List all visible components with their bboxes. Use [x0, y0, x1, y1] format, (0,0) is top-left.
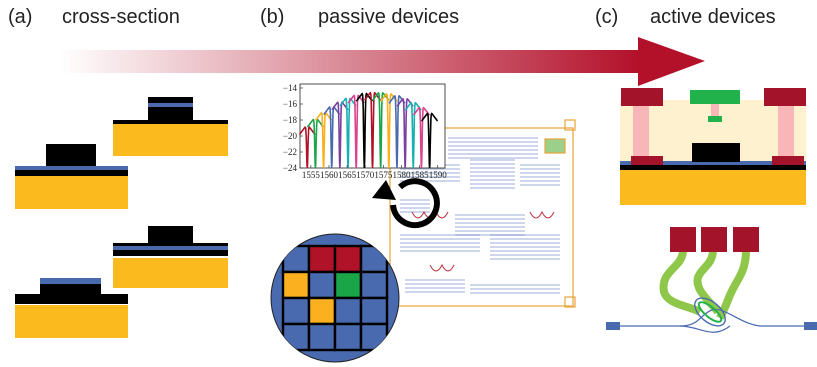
- grid-tile: [333, 296, 363, 326]
- x-tick-label: 1590: [429, 170, 448, 180]
- y-tick-label: −16: [283, 99, 298, 109]
- tile-grid-circle: [270, 233, 400, 363]
- grid-tile: [359, 296, 389, 326]
- x-tick-label: 1575: [374, 170, 393, 180]
- grid-tile: [333, 270, 363, 300]
- grid-tile: [359, 322, 389, 352]
- spectrum-series-line: [323, 106, 341, 169]
- spectrum-series-line: [363, 91, 382, 169]
- spectrum-series-line: [347, 94, 365, 169]
- x-tick-label: 1560: [320, 170, 339, 180]
- cross-section-rib-clad: [113, 226, 228, 288]
- spectrum-series-line: [331, 101, 349, 169]
- y-tick-label: −20: [283, 131, 298, 141]
- panel-a-letter: (a): [8, 6, 33, 28]
- y-tick-label: −18: [283, 115, 298, 125]
- cross-section-strip: [15, 144, 128, 209]
- grid-tile: [359, 244, 389, 274]
- panel-a-title: cross-section: [62, 6, 180, 28]
- layout-mask: [387, 119, 576, 308]
- y-tick-label: −14: [283, 83, 298, 93]
- panel-b-letter: (b): [260, 6, 285, 28]
- y-tick-label: −22: [283, 147, 297, 157]
- x-tick-label: 1580: [393, 170, 412, 180]
- y-tick-label: −24: [283, 163, 298, 173]
- spectrum-series-line: [306, 118, 325, 169]
- grid-tile: [281, 244, 311, 274]
- spectrum-series-line: [355, 92, 374, 169]
- spectrum-series-line: [339, 97, 357, 169]
- grid-tile: [281, 322, 311, 352]
- spectrum-series-line: [421, 112, 439, 169]
- x-tick-label: 1585: [411, 170, 430, 180]
- grid-tile: [307, 322, 337, 352]
- cross-section-raised-strip: [113, 97, 228, 156]
- x-tick-label: 1555: [302, 170, 321, 180]
- spectrum-series-line: [299, 126, 316, 169]
- x-tick-label: 1565: [338, 170, 357, 180]
- spectrum-series-line: [315, 111, 333, 169]
- spectrum-series-line: [372, 91, 390, 169]
- cross-section-rib: [15, 278, 128, 338]
- panel-b-title: passive devices: [318, 6, 460, 28]
- grid-tile: [307, 296, 337, 326]
- grid-tile: [307, 270, 337, 300]
- active-top-view: [606, 227, 817, 333]
- grid-tile: [281, 270, 311, 300]
- spectrum-series-line: [412, 106, 431, 169]
- spectrum-series-line: [404, 101, 422, 169]
- grid-tile: [333, 322, 363, 352]
- panel-c-letter: (c): [595, 6, 619, 28]
- rotate-icon: [372, 178, 440, 229]
- active-cross-section: [620, 88, 806, 205]
- grid-tile: [281, 296, 311, 326]
- x-tick-label: 1570: [356, 170, 375, 180]
- grid-tile: [333, 244, 363, 274]
- grid-tile: [359, 270, 389, 300]
- progress-arrow: [60, 37, 705, 86]
- panel-c-title: active devices: [650, 6, 776, 28]
- grid-tile: [307, 244, 337, 274]
